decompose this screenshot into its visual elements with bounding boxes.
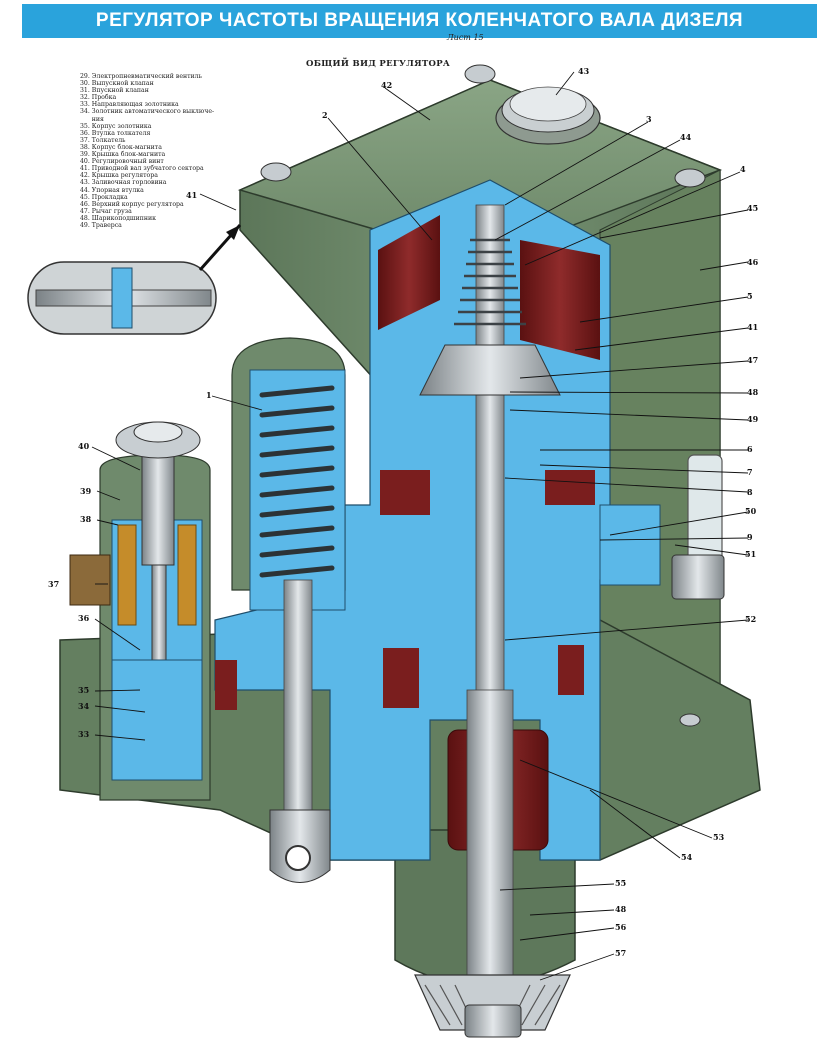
label-56: 56 [615, 922, 627, 932]
title-bar: РЕГУЛЯТОР ЧАСТОТЫ ВРАЩЕНИЯ КОЛЕНЧАТОГО В… [22, 4, 817, 42]
legend-item: 44. Упорная втулка [80, 186, 144, 194]
legend-item: 36. Втулка толкателя [80, 129, 151, 137]
inset-detail [27, 224, 242, 335]
poster-title: РЕГУЛЯТОР ЧАСТОТЫ ВРАЩЕНИЯ КОЛЕНЧАТОГО В… [95, 10, 744, 31]
legend-item: ния [80, 115, 104, 123]
label-8: 8 [747, 487, 753, 497]
legend-item: 41. Приводной вал зубчатого сектора [80, 165, 204, 173]
label-37: 37 [48, 579, 60, 589]
label-46: 46 [747, 257, 759, 267]
label-53: 53 [713, 832, 725, 842]
label-38: 38 [80, 514, 92, 524]
label-49: 49 [747, 414, 759, 424]
legend-item: 32. Пробка [80, 94, 117, 102]
label-1: 1 [206, 390, 212, 400]
label-42: 42 [381, 80, 393, 90]
label-4: 4 [740, 164, 746, 174]
legend-item: 37. Толкатель [80, 136, 126, 144]
label-41-inset: 41 [186, 190, 198, 200]
label-55: 55 [615, 878, 627, 888]
legend-item: 45. Прокладка [80, 193, 128, 201]
label-43: 43 [578, 66, 590, 76]
legend-item: 42. Крышка регулятора [80, 172, 158, 180]
legend-item: 43. Заливочная горловина [80, 179, 167, 187]
label-3: 3 [646, 114, 652, 124]
legend-item: 46. Верхний корпус регулятора [80, 200, 184, 208]
label-50: 50 [745, 506, 757, 516]
cover-bolts [260, 64, 706, 727]
legend-item: 49. Траверса [80, 221, 122, 229]
label-34: 34 [78, 701, 90, 711]
subtitle: ОБЩИЙ ВИД РЕГУЛЯТОРА [306, 59, 451, 69]
sheet-number: Лист 15 [447, 33, 484, 42]
label-40: 40 [78, 441, 90, 451]
label-39: 39 [80, 486, 92, 496]
label-36: 36 [78, 613, 90, 623]
legend-item: 34. Золотник автоматического выключе- [80, 108, 215, 116]
label-41: 41 [747, 322, 759, 332]
label-44: 44 [680, 132, 692, 142]
legend-item: 31. Впускной клапан [80, 87, 149, 95]
label-9: 9 [747, 532, 753, 542]
label-54: 54 [681, 852, 693, 862]
legend-item: 40. Регулировочный винт [80, 158, 164, 166]
leader-lines [91, 71, 749, 981]
legend-item: 47. Рычаг груза [80, 207, 132, 215]
label-6: 6 [747, 444, 753, 454]
legend-item: 48. Шарикоподшипник [80, 214, 157, 222]
label-45: 45 [747, 203, 759, 213]
label-57: 57 [615, 948, 627, 958]
legend-item: 33. Направляющая золотника [80, 101, 179, 109]
label-48: 48 [747, 387, 759, 397]
legend-item: 38. Корпус блок-магнита [80, 143, 162, 151]
legend-item: 29. Электропневматический вентиль [80, 73, 202, 80]
label-5: 5 [747, 291, 753, 301]
drive-gear [414, 974, 571, 1038]
magnet-block [69, 421, 211, 801]
label-52: 52 [745, 614, 757, 624]
legend-item: 30. Выпускной клапан [80, 80, 154, 88]
label-47: 47 [747, 355, 759, 365]
label-48-lower: 48 [615, 904, 627, 914]
label-2: 2 [322, 110, 328, 120]
spring-cylinder [231, 337, 346, 883]
sight-glass [599, 454, 725, 600]
label-35: 35 [78, 685, 90, 695]
legend-item: 39. Крышка блок-магнита [80, 151, 166, 159]
filler-neck [495, 86, 601, 145]
legend-item: 35. Корпус золотника [80, 122, 152, 130]
label-33: 33 [78, 729, 90, 739]
label-7: 7 [747, 467, 753, 477]
label-51: 51 [745, 549, 757, 559]
